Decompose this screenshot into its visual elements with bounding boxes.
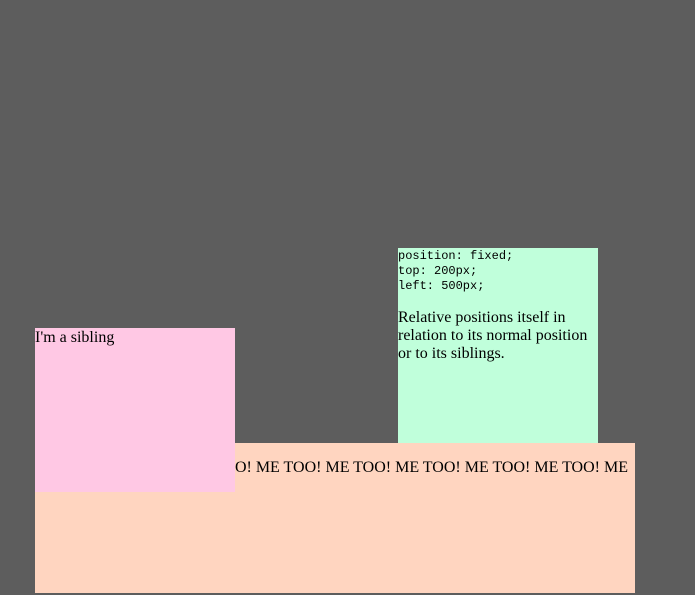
css-code-snippet: position: fixed; top: 200px; left: 500px… [398,249,514,293]
sibling-text: I'm a sibling [35,329,115,346]
fixed-position-box: position: fixed; top: 200px; left: 500px… [398,248,598,443]
fixed-box-description: Relative positions itself in relation to… [398,309,588,362]
sibling-box: I'm a sibling [35,328,235,492]
